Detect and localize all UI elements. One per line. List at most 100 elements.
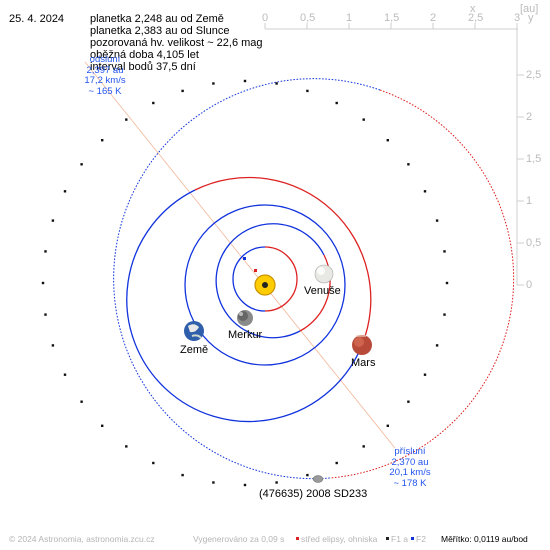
info-line-period: oběžná doba 4,105 let [90,49,199,61]
aphelion-distance: 2,397 au [86,64,124,76]
mars-label: Mars [351,357,376,369]
orbit-interval-point [44,250,47,253]
orbit-interval-point [386,424,389,427]
venus-label: Venuše [304,285,341,297]
y-axis-label: y [528,12,534,24]
legend-f2-marker [411,537,414,540]
x-axis-label: x [470,3,476,15]
orbit-interval-point [362,118,365,121]
orbit-interval-point [152,461,155,465]
sun-icon [254,274,276,296]
y-tick-2-5: 2,5 [526,69,542,81]
footer-generated: Vygenerováno za 0,09 s [193,534,285,544]
orbit-interval-point [243,483,247,487]
orbit-interval-point [181,89,184,93]
footer-scale: Měřítko: 0,0119 au/bod [441,534,528,544]
info-line-interval: interval bodů 37,5 dní [90,61,196,73]
orbit-interval-point [212,82,215,85]
x-tick-0-5: 0,5 [300,12,316,24]
y-tick-0: 0 [526,279,533,291]
aphelion-title: odsluní [89,54,121,65]
orbit-interval-point [101,424,104,427]
mars-icon [352,335,372,355]
legend-f1-marker [386,537,389,540]
axis-unit-label: [au] [520,3,539,15]
y-axis [516,29,524,286]
legend-center-marker [296,537,299,540]
earth-icon [184,321,204,341]
orbit-interval-point [445,281,449,285]
info-line-distance-sun: planetka 2,383 au od Slunce [90,25,230,37]
y-tick-1-5: 1,5 [526,153,542,165]
orbit-interval-point [63,190,67,193]
mercury-label: Merkur [228,329,263,341]
orbit-interval-point [362,445,365,448]
perihelion-temp: ~ 178 K [393,477,427,489]
venus-orbit-red [299,254,331,332]
info-line-distance-earth: planetka 2,248 au od Země [90,13,224,25]
orbit-interval-point [51,344,55,347]
y-tick-2: 2 [526,111,533,123]
aphelion-temp: ~ 165 K [88,85,122,97]
footer-legend-f2: F2 [416,534,426,544]
orbit-interval-point [181,473,184,477]
orbit-interval-point [335,101,338,105]
x-tick-3: 3 [514,12,521,24]
orbit-interval-point [306,89,309,93]
venus-icon [314,264,334,284]
y-tick-0-5: 0,5 [526,237,542,249]
asteroid-orbit-red [329,89,515,479]
x-tick-1: 1 [346,12,353,24]
orbit-interval-point [335,461,338,465]
orbit-interval-point [125,445,128,448]
asteroid-icon [312,475,324,483]
orbit-interval-point [306,473,309,477]
earth-label: Země [180,344,209,356]
footer-copyright: © 2024 Astronomia, astronomia.zcu.cz [9,534,155,544]
asteroid-orbit-points [41,79,449,487]
mercury-orbit-red [264,246,298,312]
mercury-icon [237,310,253,326]
orbit-interval-point [443,250,446,253]
footer-legend-center: střed elipsy, ohniska [301,534,378,544]
orbit-interval-point [275,481,278,484]
x-tick-0: 0 [262,12,269,24]
orbit-interval-point [44,313,47,316]
perihelion-speed: 20,1 km/s [389,467,431,478]
perihelion-label: přísluní 2,370 au 20,1 km/s ~ 178 K [383,446,437,489]
orbit-interval-point [152,101,155,105]
y-tick-1: 1 [526,195,533,207]
x-tick-2-5: 2,5 [468,12,484,24]
ellipse-center-marker [243,257,246,260]
orbit-interval-point [80,163,83,166]
orbit-interval-point [435,344,439,347]
asteroid-label: (476635) 2008 SD233 [259,488,368,500]
mars-orbit [126,189,363,423]
orbit-interval-point [407,400,410,403]
orbit-interval-point [443,313,446,316]
orbit-interval-point [63,373,67,376]
aphelion-speed: 17,2 km/s [84,75,126,86]
footer-legend-f1: F1 a [391,534,409,544]
x-axis [264,23,518,30]
orbit-interval-point [243,79,247,83]
orbit-interval-point [435,219,439,222]
orbit-interval-point [423,373,427,376]
orbit-interval-point [407,163,410,166]
aphelion-label: odsluní 2,397 au 17,2 km/s ~ 165 K [78,54,132,97]
orbit-interval-point [386,139,389,142]
date-label: 25. 4. 2024 [9,13,65,25]
perihelion-distance: 2,370 au [391,456,429,468]
x-tick-2: 2 [430,12,437,24]
orbit-interval-point [80,400,83,403]
orbit-interval-point [51,219,55,222]
earth-orbit [184,204,346,366]
mercury-orbit [232,246,266,312]
orbit-interval-point [41,281,45,285]
asteroid-orbit [113,78,381,480]
info-line-magnitude: pozorovaná hv. velikost ~ 22,6 mag [90,37,263,49]
orbit-interval-point [101,139,104,142]
x-tick-1-5: 1,5 [384,12,400,24]
orbit-interval-point [212,481,215,484]
perihelion-title: přísluní [394,446,426,457]
